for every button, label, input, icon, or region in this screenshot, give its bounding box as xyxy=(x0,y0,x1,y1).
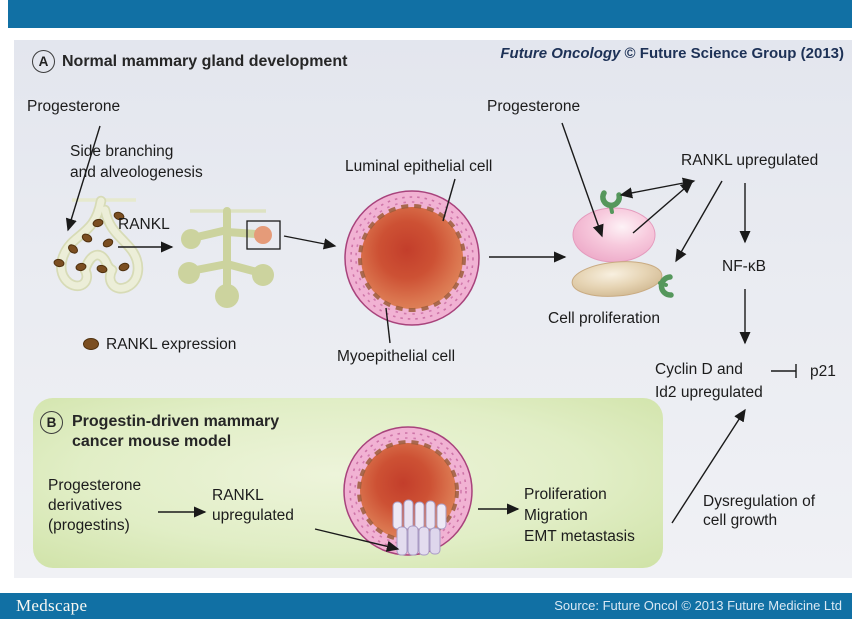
source-attribution: Source: Future Oncol © 2013 Future Medic… xyxy=(554,598,842,613)
arrow-progesterone-to-gland xyxy=(65,125,101,232)
gland-side-branching xyxy=(53,195,144,294)
journal-name: Future Oncology xyxy=(500,45,621,62)
label-outcomes: Proliferation Migration EMT metastasis xyxy=(524,486,635,545)
arrow-rankl-to-tumor xyxy=(314,528,400,552)
panel-b-title: Progestin-driven mammary cancer mouse mo… xyxy=(72,413,280,450)
duct-cross-section-a xyxy=(344,190,480,326)
arrow-dysregulation-to-cyclin xyxy=(671,408,746,524)
label-cell-proliferation: Cell proliferation xyxy=(548,310,660,327)
rank-receptor-icon xyxy=(658,274,674,298)
panel-a-title: Normal mammary gland development xyxy=(62,53,348,70)
luminal-cell-pink xyxy=(572,207,656,263)
slide-canvas: Future Oncology © Future Science Group (… xyxy=(14,40,852,578)
zoom-box xyxy=(246,220,281,250)
label-dysregulation: Dysregulation of cell growth xyxy=(703,493,816,529)
label-nfkb: NF-κB xyxy=(722,258,766,275)
label-rankl-upregulated-a: RANKL upregulated xyxy=(681,152,819,169)
label-rankl-a: RANKL xyxy=(118,216,170,233)
label-side-branching: Side branching and alveologenesis xyxy=(70,143,203,181)
arrow-rankl-receptor-double xyxy=(619,177,696,199)
rank-receptor-icon xyxy=(600,190,623,214)
journal-copyright: © Future Science Group (2013) xyxy=(620,45,844,62)
duct-cross-section-b xyxy=(343,426,473,556)
label-progesterone-right: Progesterone xyxy=(487,98,581,115)
legend-rankl-expression: RANKL expression xyxy=(106,336,237,353)
label-progesterone-left: Progesterone xyxy=(27,98,121,115)
gland-alveologenesis xyxy=(178,207,281,308)
panel-a-badge: A xyxy=(32,50,55,73)
label-p21: p21 xyxy=(810,363,836,380)
arrow-rankl-to-tan-receptor xyxy=(675,180,723,263)
label-rankl-upregulated-b: RANKL upregulated xyxy=(212,487,294,524)
label-progesterone-derivatives: Progesterone derivatives (progestins) xyxy=(48,477,142,534)
pointer-myoepithelial-cell xyxy=(385,307,391,344)
label-luminal-cell: Luminal epithelial cell xyxy=(345,158,493,175)
arrow-box-to-duct xyxy=(283,235,337,250)
pointer-luminal-cell xyxy=(442,178,456,222)
legend-rankl-dot xyxy=(83,338,99,350)
label-myoepithelial-cell: Myoepithelial cell xyxy=(337,348,456,365)
tumor-cell-cluster xyxy=(392,499,447,556)
rankl-expression-dots xyxy=(53,211,130,274)
journal-attribution: Future Oncology © Future Science Group (… xyxy=(500,45,844,62)
label-cyclin-id2: Cyclin D and Id2 upregulated xyxy=(655,361,763,401)
arrow-progesterone-to-cell xyxy=(561,122,604,238)
arrow-cell-to-rankl-label xyxy=(632,181,694,234)
myoepithelial-cell-tan xyxy=(571,261,663,297)
medscape-logo: Medscape xyxy=(16,596,88,615)
diagram-artwork xyxy=(53,122,797,556)
bottom-banner: Medscape Source: Future Oncol © 2013 Fut… xyxy=(0,593,852,619)
top-banner xyxy=(8,0,852,28)
rankl-positive-bud xyxy=(254,226,272,244)
panel-b-badge: B xyxy=(40,411,63,434)
